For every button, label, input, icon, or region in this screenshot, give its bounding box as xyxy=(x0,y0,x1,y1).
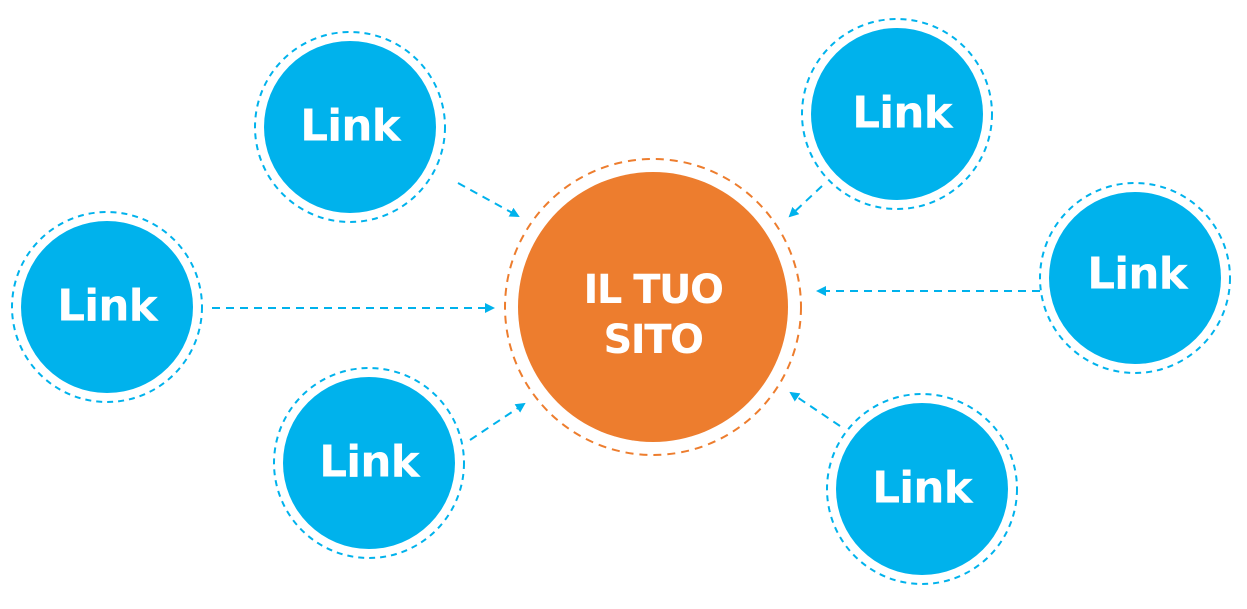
arrow-top-right xyxy=(788,185,823,218)
hub-outer-ring xyxy=(504,158,802,456)
link-circle xyxy=(264,41,436,213)
link-label: Link xyxy=(319,437,421,488)
link-node-top-right: Link xyxy=(801,18,993,210)
link-circle xyxy=(283,377,455,549)
arrows xyxy=(212,182,1040,441)
link-label: Link xyxy=(300,101,402,152)
link-circle xyxy=(1049,192,1221,364)
link-outer-ring xyxy=(11,211,203,403)
link-outer-ring xyxy=(273,367,465,559)
hub-label-line2: SITO xyxy=(604,317,703,363)
arrow-bottom-left xyxy=(469,402,526,441)
link-outer-ring xyxy=(1039,182,1231,374)
arrow-bottom-right xyxy=(789,391,841,427)
link-node-right: Link xyxy=(1039,182,1231,374)
link-circle xyxy=(21,221,193,393)
link-outer-ring xyxy=(801,18,993,210)
link-label: Link xyxy=(57,281,159,332)
link-label: Link xyxy=(852,88,954,139)
link-outer-ring xyxy=(826,393,1018,585)
link-label: Link xyxy=(872,463,974,514)
link-circle xyxy=(836,403,1008,575)
hub-circle xyxy=(518,172,788,442)
link-node-bottom-left: Link xyxy=(273,367,465,559)
hub-label-line1: IL TUO xyxy=(583,267,722,313)
arrow-top-left xyxy=(457,182,520,217)
hub-node: IL TUO SITO xyxy=(504,158,802,456)
link-outer-ring xyxy=(254,31,446,223)
link-node-left: Link xyxy=(11,211,203,403)
link-circle xyxy=(811,28,983,200)
link-label: Link xyxy=(1087,249,1189,300)
link-node-bottom-right: Link xyxy=(826,393,1018,585)
link-node-top-left: Link xyxy=(254,31,446,223)
